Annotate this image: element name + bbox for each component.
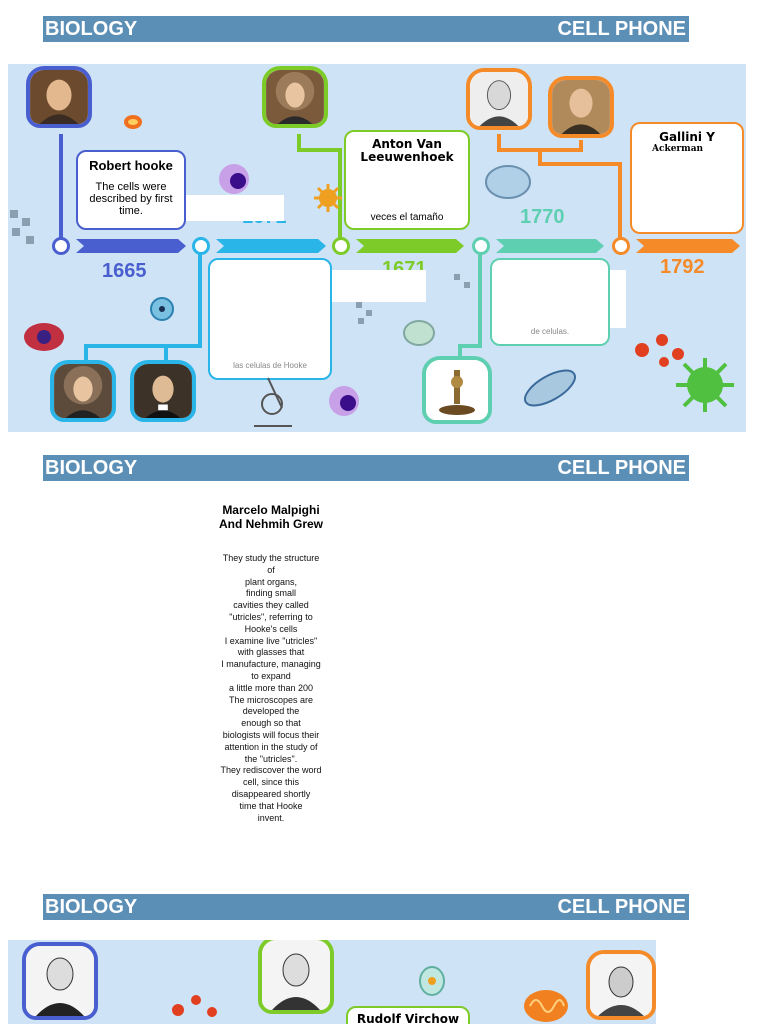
redaction-block — [320, 270, 426, 302]
card-title: Robert hooke — [89, 158, 173, 173]
malpighi-line: to expand — [251, 670, 291, 681]
timeline-panel: 1665 1671 1671 1770 1792 Robert hooke Th… — [8, 64, 746, 432]
card-body: de celulas. — [530, 327, 570, 336]
cell-icon — [419, 966, 445, 996]
portrait-galvani — [466, 68, 532, 130]
bacteria-icon — [314, 184, 342, 212]
malpighi-line: time that Hooke — [239, 800, 303, 811]
header-right-title: CELL PHONE — [557, 896, 686, 918]
event-card-hooke: Robert hooke The cells were described by… — [76, 150, 186, 230]
portrait-schleiden — [22, 942, 98, 1020]
cell-icon — [485, 165, 531, 199]
timeline-node — [192, 237, 210, 255]
portrait-malpighi — [50, 360, 116, 422]
malpighi-line: plant organs, — [244, 576, 298, 587]
redaction-block — [184, 195, 284, 221]
malpighi-line: developed the — [242, 706, 300, 717]
header-bar: BIOLOGY CELL PHONE — [43, 455, 689, 481]
malpighi-line: with glasses that — [237, 647, 305, 658]
portrait-scientist — [586, 950, 656, 1020]
malpighi-line: attention in the study of — [224, 741, 318, 752]
malpighi-line: the "utricles". — [244, 753, 298, 764]
event-card-gallini: Gallini Y Ackerman — [630, 122, 744, 234]
cell-icon — [24, 323, 64, 351]
cell-icon — [403, 320, 435, 346]
portrait-ackerman — [548, 76, 614, 138]
card-title: Gallini Y — [659, 130, 715, 144]
header-left-title: BIOLOGY — [45, 457, 138, 479]
malpighi-line: finding small — [245, 588, 297, 599]
timeline-connectors — [59, 134, 740, 364]
event-card-leeuwenhoek: Anton Van Leeuwenhoek veces el tamaño — [344, 130, 470, 230]
header-left-title: BIOLOGY — [45, 18, 138, 40]
malpighi-line: invent. — [257, 812, 285, 823]
portrait-virchow — [258, 940, 334, 1014]
texture-icon — [356, 302, 372, 324]
event-card-bottom-right: de celulas. — [490, 258, 610, 346]
texture-icon — [454, 274, 470, 288]
malpighi-line: I manufacture, managing — [221, 659, 321, 670]
card-body: The cells were described by first time. — [89, 181, 173, 217]
portrait-leeuwenhoek — [262, 66, 328, 128]
portrait-hooke — [26, 66, 92, 128]
malpighi-line: I examine live "utricles" — [224, 635, 318, 646]
malpighi-line: Hooke's cells — [244, 623, 298, 634]
malpighi-line: disappeared shortly — [231, 788, 311, 799]
year-label: 1792 — [660, 256, 705, 278]
card-title: Anton Van Leeuwenhoek — [360, 137, 454, 164]
card-body: las celulas de Hooke — [233, 361, 307, 370]
header-bar: BIOLOGY CELL PHONE — [43, 16, 689, 42]
cell-icon — [219, 164, 249, 194]
header-left-title: BIOLOGY — [45, 896, 138, 918]
malpighi-line: They rediscover the word — [220, 765, 322, 776]
paramecium-icon — [524, 369, 576, 407]
malpighi-line: "utricles", referring to — [229, 611, 313, 622]
timeline-node — [472, 237, 490, 255]
malpighi-line: cavities they called — [233, 600, 309, 611]
event-card-bottom-left: las celulas de Hooke — [208, 258, 332, 380]
malpighi-line: The microscopes are — [228, 694, 314, 705]
cell-icon — [329, 386, 359, 416]
microscope-icon — [254, 377, 292, 427]
malpighi-line: enough so that — [241, 718, 301, 729]
malpighi-line: They study the structure — [222, 553, 320, 563]
molecule-icon — [172, 995, 217, 1017]
card-body: veces el tamaño — [370, 212, 444, 223]
year-label: 1665 — [102, 260, 147, 282]
portrait-grew — [130, 360, 196, 422]
molecule-icon — [635, 334, 684, 367]
event-card-virchow: Rudolf Virchow — [346, 1006, 470, 1024]
microscope-frame — [422, 356, 492, 424]
year-label: 1770 — [520, 206, 565, 228]
malpighi-line: biologists will focus their — [222, 729, 320, 740]
header-right-title: CELL PHONE — [557, 457, 686, 479]
mitochondria-icon — [524, 990, 568, 1022]
card-subtitle: Ackerman — [652, 144, 704, 154]
header-right-title: CELL PHONE — [557, 18, 686, 40]
texture-icon — [10, 210, 34, 244]
timeline-node — [52, 237, 70, 255]
timeline-node — [612, 237, 630, 255]
header-bar: BIOLOGY CELL PHONE — [43, 894, 689, 920]
card-title: Rudolf Virchow — [356, 1012, 460, 1024]
timeline-panel-2: Rudolf Virchow — [8, 940, 656, 1024]
malpighi-title: Marcelo Malpighi And Nehmih Grew — [218, 503, 323, 531]
cell-icon — [124, 115, 142, 129]
malpighi-line: cell, since this — [242, 777, 300, 788]
timeline-node — [332, 237, 350, 255]
malpighi-line: of — [267, 564, 275, 575]
virus-icon — [150, 297, 174, 321]
malpighi-line: a little more than 200 — [228, 682, 314, 693]
virus-icon — [676, 358, 734, 412]
